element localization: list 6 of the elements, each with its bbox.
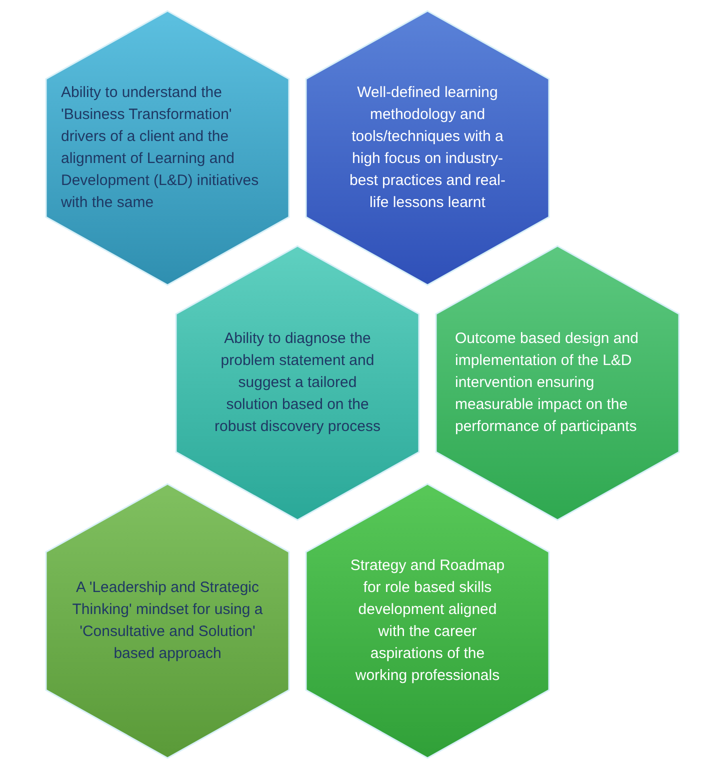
- hexagon-text: Ability to diagnose the problem statement and suggest a tailored solution based on the robust discovery process: [214, 329, 382, 437]
- hexagon-text: A 'Leadership and Strategic Thinking' mindset for using a 'Consultative and Solution' based approach: [71, 578, 264, 664]
- hexagon-text: Well-defined learning methodology and tools/techniques with a high focus on industry-best practices and real-life lessons learnt: [348, 83, 506, 213]
- hexagon-text: Outcome based design and implementation of the L&D intervention ensuring measurable impact on the performance of participants: [455, 329, 640, 437]
- hexagon-text: Ability to understand the 'Business Transformation' drivers of a client and the alignment of Learning and Development (L&D) initiatives with the same: [61, 83, 260, 213]
- hexagon-text: Strategy and Roadmap for role based skills development aligned with the career aspirations of the working professionals: [349, 556, 506, 686]
